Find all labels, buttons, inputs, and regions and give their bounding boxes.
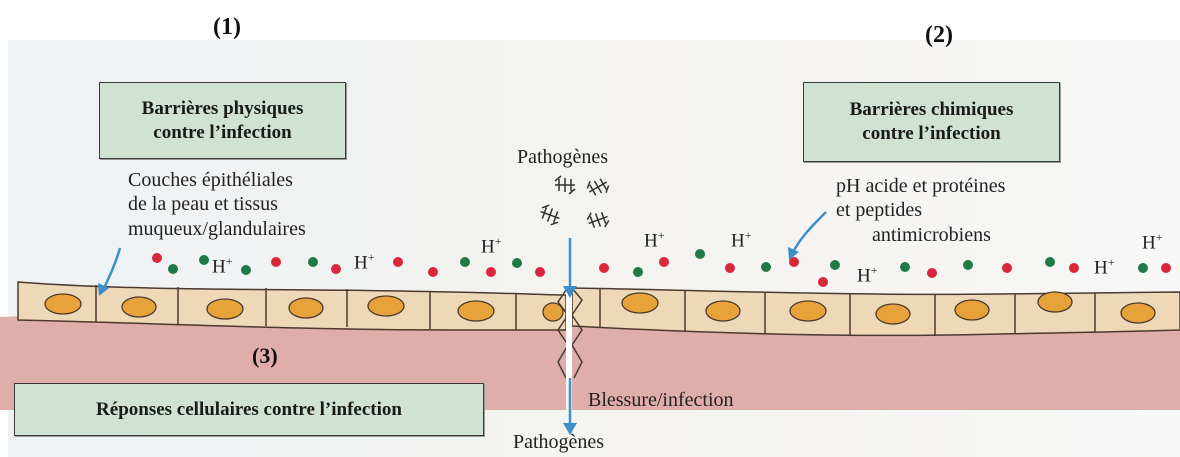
- epithelial-label-line2: de la peau et tissus: [128, 192, 306, 216]
- chemical-barriers-line1: Barrières chimiques: [804, 98, 1059, 122]
- wound-infection-label: Blessure/infection: [588, 388, 734, 412]
- proton-label: H+: [354, 250, 375, 274]
- physical-barriers-line2: contre l’infection: [100, 121, 345, 145]
- epithelial-label-line1: Couches épithéliales: [128, 168, 306, 192]
- epithelial-layers-label: Couches épithéliales de la peau et tissu…: [128, 168, 306, 241]
- proton-label: H+: [481, 234, 502, 258]
- proton-label: H+: [1094, 255, 1115, 279]
- physical-barriers-box: Barrières physiques contre l’infection: [99, 82, 346, 159]
- chemical-barriers-line2: contre l’infection: [804, 122, 1059, 146]
- label-number-1: (1): [213, 14, 241, 41]
- acid-label-line1: pH acide et protéines: [836, 174, 1005, 198]
- acid-proteins-label: pH acide et protéines et peptides antimi…: [836, 174, 1005, 247]
- acid-label-line3: antimicrobiens: [836, 223, 1005, 247]
- proton-label: H+: [1142, 230, 1163, 254]
- physical-barriers-line1: Barrières physiques: [100, 97, 345, 121]
- pathogens-top-label: Pathogènes: [517, 145, 608, 169]
- epithelial-label-line3: muqueux/glandulaires: [128, 217, 306, 241]
- pathogens-bottom-label: Pathogènes: [513, 430, 604, 454]
- cellular-responses-box: Réponses cellulaires contre l’infection: [14, 383, 484, 436]
- acid-label-line2: et peptides: [836, 198, 1005, 222]
- wound-gap: [566, 285, 572, 380]
- proton-label: H+: [644, 228, 665, 252]
- cellular-responses-label: Réponses cellulaires contre l’infection: [15, 398, 483, 422]
- label-number-2: (2): [925, 22, 953, 49]
- label-number-3: (3): [252, 343, 278, 369]
- proton-label: H+: [857, 263, 878, 287]
- proton-label: H+: [212, 254, 233, 278]
- proton-label: H+: [731, 228, 752, 252]
- chemical-barriers-box: Barrières chimiques contre l’infection: [803, 82, 1060, 162]
